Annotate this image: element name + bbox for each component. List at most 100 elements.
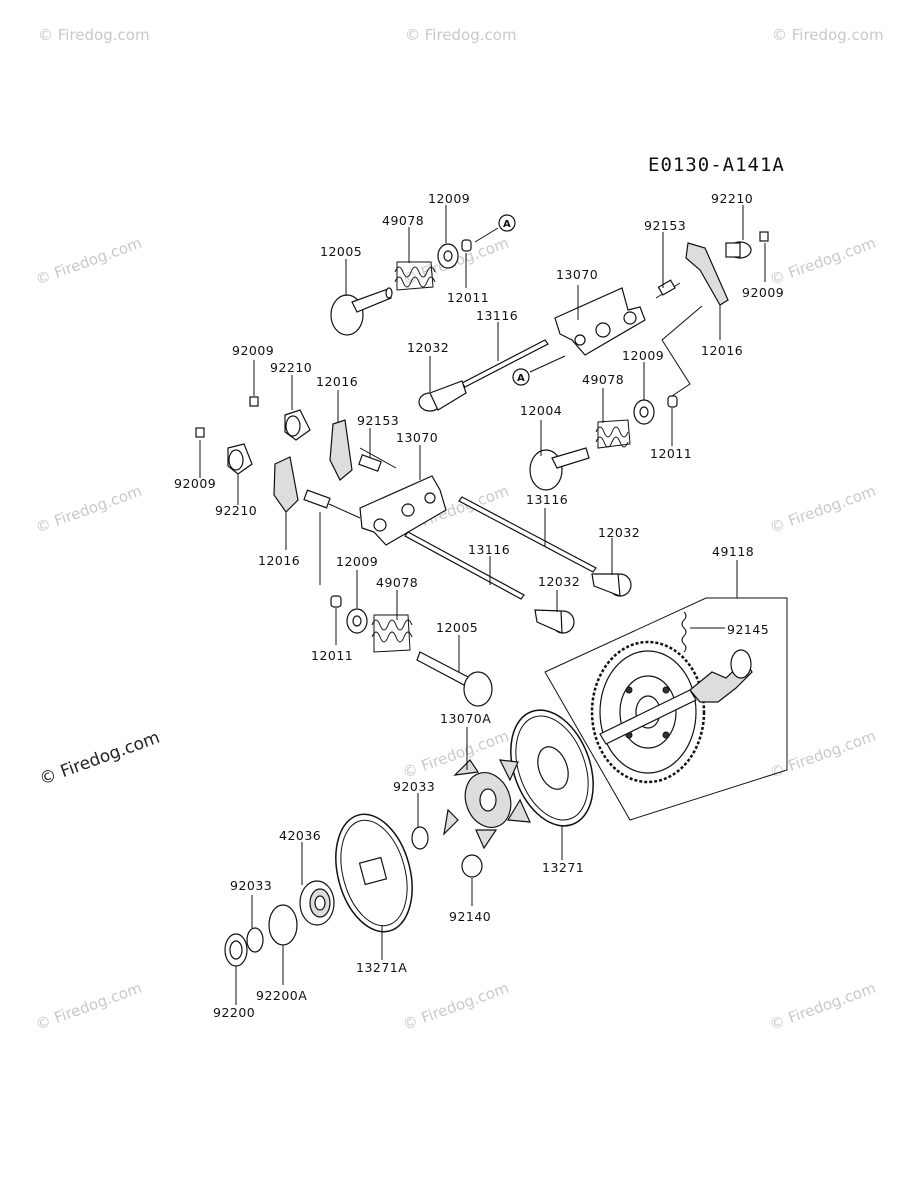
pushrod-13116-upper [461, 339, 549, 388]
part-label: 13116 [526, 492, 568, 507]
part-label: 13271A [356, 960, 407, 975]
part-label: 12032 [538, 574, 580, 589]
part-label: 92153 [357, 413, 399, 428]
washer-92200a [268, 904, 298, 946]
part-label: 12009 [428, 191, 470, 206]
ball-92140 [461, 854, 483, 878]
part-labels: 12009 49078 12005 12011 92210 92153 9200… [174, 191, 784, 1020]
part-label: 12011 [650, 446, 692, 461]
spring-49078-upper [394, 261, 436, 291]
part-label: 12004 [520, 403, 562, 418]
pushrod-13116-lower [404, 531, 525, 600]
part-label: 92145 [727, 622, 769, 637]
pivot-92210-left [284, 409, 311, 441]
part-label: 12016 [258, 553, 300, 568]
clip-92009 [195, 427, 205, 438]
adjust-screw-92153-left [358, 454, 382, 472]
spring-49078-lower [371, 614, 413, 653]
camshaft-box-49118 [544, 597, 788, 821]
ring-92033-lower [246, 927, 264, 953]
part-label: 12032 [407, 340, 449, 355]
spring-92145 [681, 611, 725, 653]
pivot-92210-upper [725, 241, 752, 259]
collet-12011-upper [461, 239, 472, 252]
part-label: 49118 [712, 544, 754, 559]
rocker-bracket-13070-upper [554, 287, 646, 356]
part-label: 13070 [396, 430, 438, 445]
svg-text:A: A [517, 373, 525, 384]
watermark: © Firedog.com [767, 234, 878, 289]
part-label: 92140 [449, 909, 491, 924]
part-label: 12009 [336, 554, 378, 569]
governor-13070a [443, 759, 531, 850]
valve-12005-upper [330, 287, 393, 336]
watermark: © Firedog.com [33, 234, 144, 289]
pivot-92210-lower-left [227, 443, 253, 475]
part-label: 12009 [622, 348, 664, 363]
adjust-screw-92153-upper [655, 279, 681, 299]
clip-92009 [759, 231, 769, 242]
part-label: 13070 [556, 267, 598, 282]
pushrod-13116-mid [458, 496, 597, 573]
part-label: 92210 [270, 360, 312, 375]
watermark: © Firedog.com [772, 26, 884, 44]
part-label: 92200 [213, 1005, 255, 1020]
part-label: 12005 [320, 244, 362, 259]
watermark: © Firedog.com [400, 979, 511, 1034]
collet-12011-lower [330, 595, 342, 608]
part-label: 12011 [447, 290, 489, 305]
part-label: 12016 [316, 374, 358, 389]
valve-12004 [529, 447, 590, 491]
part-label: 92009 [742, 285, 784, 300]
part-label: 49078 [382, 213, 424, 228]
part-label: 92200A [256, 988, 307, 1003]
watermark: © Firedog.com [33, 979, 144, 1034]
tappet-12032-lower [534, 609, 575, 634]
valve-12005-lower [416, 651, 493, 707]
part-label: 13116 [476, 308, 518, 323]
collet-12011-mid [667, 395, 678, 408]
tappet-12032-upper [418, 380, 467, 412]
watermark-main: © Firedog.com [37, 728, 163, 790]
watermark-layer: © Firedog.com © Firedog.com © Firedog.co… [33, 26, 883, 1034]
part-label: 12005 [436, 620, 478, 635]
watermark: © Firedog.com [767, 727, 878, 782]
part-label: 92210 [215, 503, 257, 518]
ref-marker-a-mid: A [512, 368, 530, 386]
svg-text:A: A [503, 219, 511, 230]
diagram-code: E0130-A141A [648, 154, 785, 176]
part-label: 12016 [701, 343, 743, 358]
part-label: 92009 [174, 476, 216, 491]
watermark: © Firedog.com [38, 26, 150, 44]
part-label: 92210 [711, 191, 753, 206]
plate-13271a [335, 813, 413, 933]
retainer-12009-lower [346, 608, 368, 634]
tappet-12032-mid [591, 573, 632, 597]
part-label: 42036 [279, 828, 321, 843]
rocker-arm-12016-lower-left [273, 456, 299, 513]
camshaft [599, 649, 753, 745]
part-label: 92033 [230, 878, 272, 893]
washer-13271 [510, 709, 594, 827]
clip-92009 [249, 396, 259, 407]
watermark: © Firedog.com [767, 979, 878, 1034]
part-label: 92153 [644, 218, 686, 233]
part-label: 13070A [440, 711, 491, 726]
retainer-12009-upper [437, 243, 459, 269]
part-label: 12032 [598, 525, 640, 540]
rocker-arm-12016-upper [685, 242, 729, 306]
ring-92033 [411, 826, 429, 850]
watermark: © Firedog.com [33, 482, 144, 537]
part-label: 13116 [468, 542, 510, 557]
rocker-bracket-13070-left [359, 475, 447, 546]
spring-49078-mid [595, 419, 631, 449]
part-label: 49078 [582, 372, 624, 387]
part-label: 92009 [232, 343, 274, 358]
bearing-42036 [299, 880, 335, 926]
rocker-arm-12016-left [329, 419, 353, 481]
ref-marker-a-upper: A [498, 214, 516, 232]
part-label: 12011 [311, 648, 353, 663]
retainer-12009-mid [633, 399, 655, 425]
